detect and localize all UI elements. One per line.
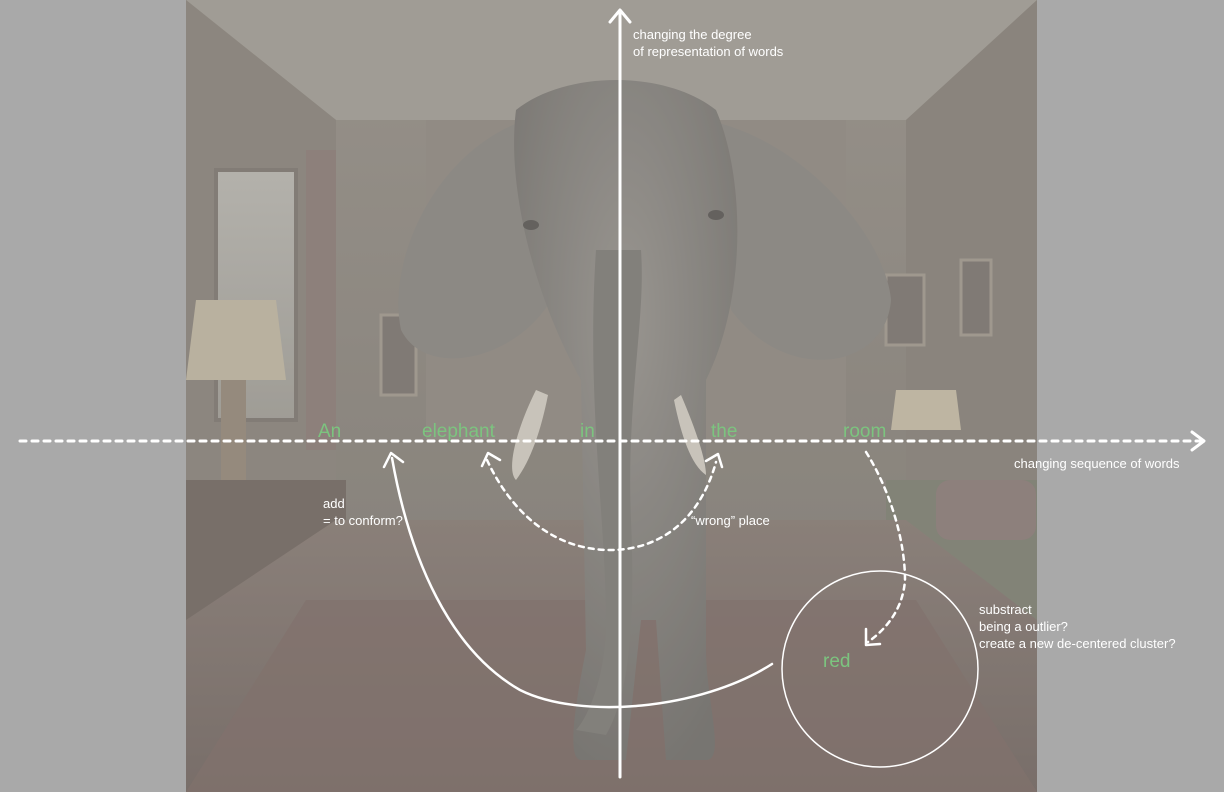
subtract-annotation-line-3: create a new de-centered cluster? bbox=[979, 636, 1176, 651]
subtract-annotation: substract being a outlier? create a new … bbox=[979, 601, 1176, 652]
vertical-axis-label-line-2: of representation of words bbox=[633, 44, 784, 59]
swap-arrowhead-left bbox=[480, 451, 502, 468]
word-room: room bbox=[843, 421, 887, 442]
word-in: in bbox=[580, 421, 595, 442]
horizontal-axis-label: changing sequence of words bbox=[1014, 456, 1180, 471]
word-elephant: elephant bbox=[422, 421, 495, 442]
outlier-cluster-circle bbox=[781, 570, 979, 768]
swap-arrowhead-right bbox=[704, 452, 724, 469]
subtract-annotation-line-2: being a outlier? bbox=[979, 619, 1068, 634]
elephant-room-photo bbox=[186, 0, 1037, 792]
vertical-axis-arrowhead bbox=[608, 8, 632, 24]
add-annotation: add = to conform? bbox=[323, 495, 403, 529]
subtract-arrowhead bbox=[864, 627, 882, 647]
wrong-place-annotation: “wrong” place bbox=[691, 513, 770, 528]
horizontal-axis-arrowhead bbox=[1190, 430, 1206, 452]
add-annotation-line-2: = to conform? bbox=[323, 513, 403, 528]
add-arrow bbox=[390, 456, 774, 709]
add-annotation-line-1: add bbox=[323, 496, 345, 511]
vertical-axis-label-line-1: changing the degree bbox=[633, 27, 752, 42]
subtract-arrow bbox=[864, 450, 907, 644]
word-an: An bbox=[318, 421, 342, 442]
word-the: the bbox=[711, 421, 738, 442]
add-arrowhead bbox=[382, 451, 405, 469]
vertical-axis-label: changing the degree of representation of… bbox=[633, 26, 783, 60]
subtract-annotation-line-1: substract bbox=[979, 602, 1032, 617]
word-red: red bbox=[823, 651, 851, 672]
swap-arrow bbox=[485, 458, 718, 552]
